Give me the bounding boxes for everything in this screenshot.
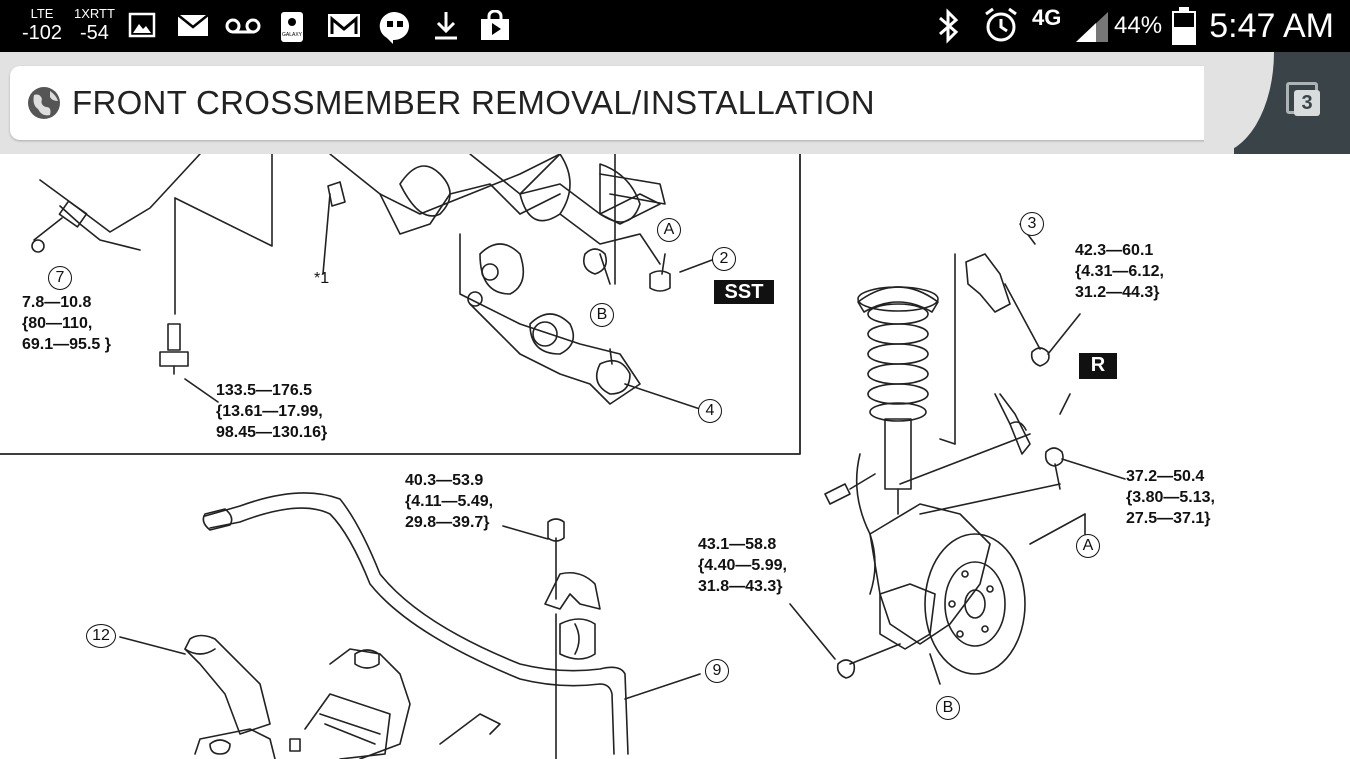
globe-icon	[28, 87, 60, 119]
torque-spec-3: 42.3—60.1 {4.31—6.12, 31.2—44.3}	[1075, 242, 1164, 301]
callout-b-upper: B	[590, 303, 614, 327]
callout-2: 2	[712, 247, 736, 271]
tab-switcher[interactable]: 3	[1204, 52, 1350, 154]
callout-3: 3	[1020, 212, 1044, 236]
status-bar: LTE -102 1XRTT -54 GALAXY 4G 44% 5:47 AM	[0, 0, 1350, 52]
1xrtt-value: -54	[80, 22, 109, 44]
email-icon	[177, 14, 209, 36]
lte-label: LTE	[30, 6, 54, 21]
gmail-icon	[328, 14, 360, 37]
callout-7: 7	[48, 266, 72, 290]
galaxy-icon: GALAXY	[281, 12, 303, 42]
url-bar[interactable]: FRONT CROSSMEMBER REMOVAL/INSTALLATION	[10, 66, 1227, 140]
r-tag: R	[1079, 353, 1117, 379]
signal-icon	[1076, 12, 1108, 42]
lte-value: -102	[22, 22, 63, 44]
tab-curve	[1204, 52, 1274, 154]
torque-spec-nut: 43.1—58.8 {4.40—5.99, 31.8—43.3}	[698, 536, 787, 595]
download-icon	[435, 12, 457, 40]
torque-spec-clamp: 40.3—53.9 {4.11—5.49, 29.8—39.7}	[405, 472, 494, 531]
browser-toolbar: FRONT CROSSMEMBER REMOVAL/INSTALLATION 3	[0, 52, 1350, 154]
torque-spec-7: 7.8—10.8 {80—110, 69.1—95.5 }	[22, 294, 111, 353]
alarm-icon	[985, 7, 1017, 42]
parts-diagram: 7.8—10.8 {80—110, 69.1—95.5 } 133.5—176.…	[0, 154, 1350, 759]
1xrtt-signal-readout: 1XRTT -54	[74, 6, 115, 44]
voicemail-icon	[225, 18, 261, 34]
store-icon	[481, 10, 509, 40]
image-icon	[128, 12, 156, 38]
callout-4: 4	[698, 399, 722, 423]
callout-a-lower: A	[1076, 534, 1100, 558]
callout-a-upper: A	[657, 218, 681, 242]
callout-b-lower: B	[936, 696, 960, 720]
callout-star-1: *1	[314, 270, 330, 287]
callout-9: 9	[705, 659, 729, 683]
clock: 5:47 AM	[1209, 7, 1334, 45]
hangouts-icon	[379, 11, 410, 44]
page-title[interactable]: FRONT CROSSMEMBER REMOVAL/INSTALLATION	[72, 84, 875, 121]
torque-spec-knuckle: 37.2—50.4 {3.80—5.13, 27.5—37.1}	[1126, 468, 1215, 527]
lte-signal-readout: LTE -102	[22, 6, 62, 44]
tab-count-badge: 3	[1294, 90, 1320, 116]
bluetooth-icon	[939, 8, 959, 44]
torque-spec-bolt: 133.5—176.5 {13.61—17.99, 98.45—130.16}	[216, 382, 328, 441]
svg-text:GALAXY: GALAXY	[282, 32, 303, 38]
battery-icon	[1172, 7, 1196, 45]
inset-frame	[0, 154, 801, 455]
1xrtt-label: 1XRTT	[74, 6, 115, 21]
battery-percent: 44%	[1114, 12, 1163, 39]
network-icon: 4G	[1032, 5, 1062, 30]
callout-12: 12	[86, 624, 116, 648]
sst-tag: SST	[714, 280, 774, 304]
diagram-drawing	[0, 154, 1126, 759]
